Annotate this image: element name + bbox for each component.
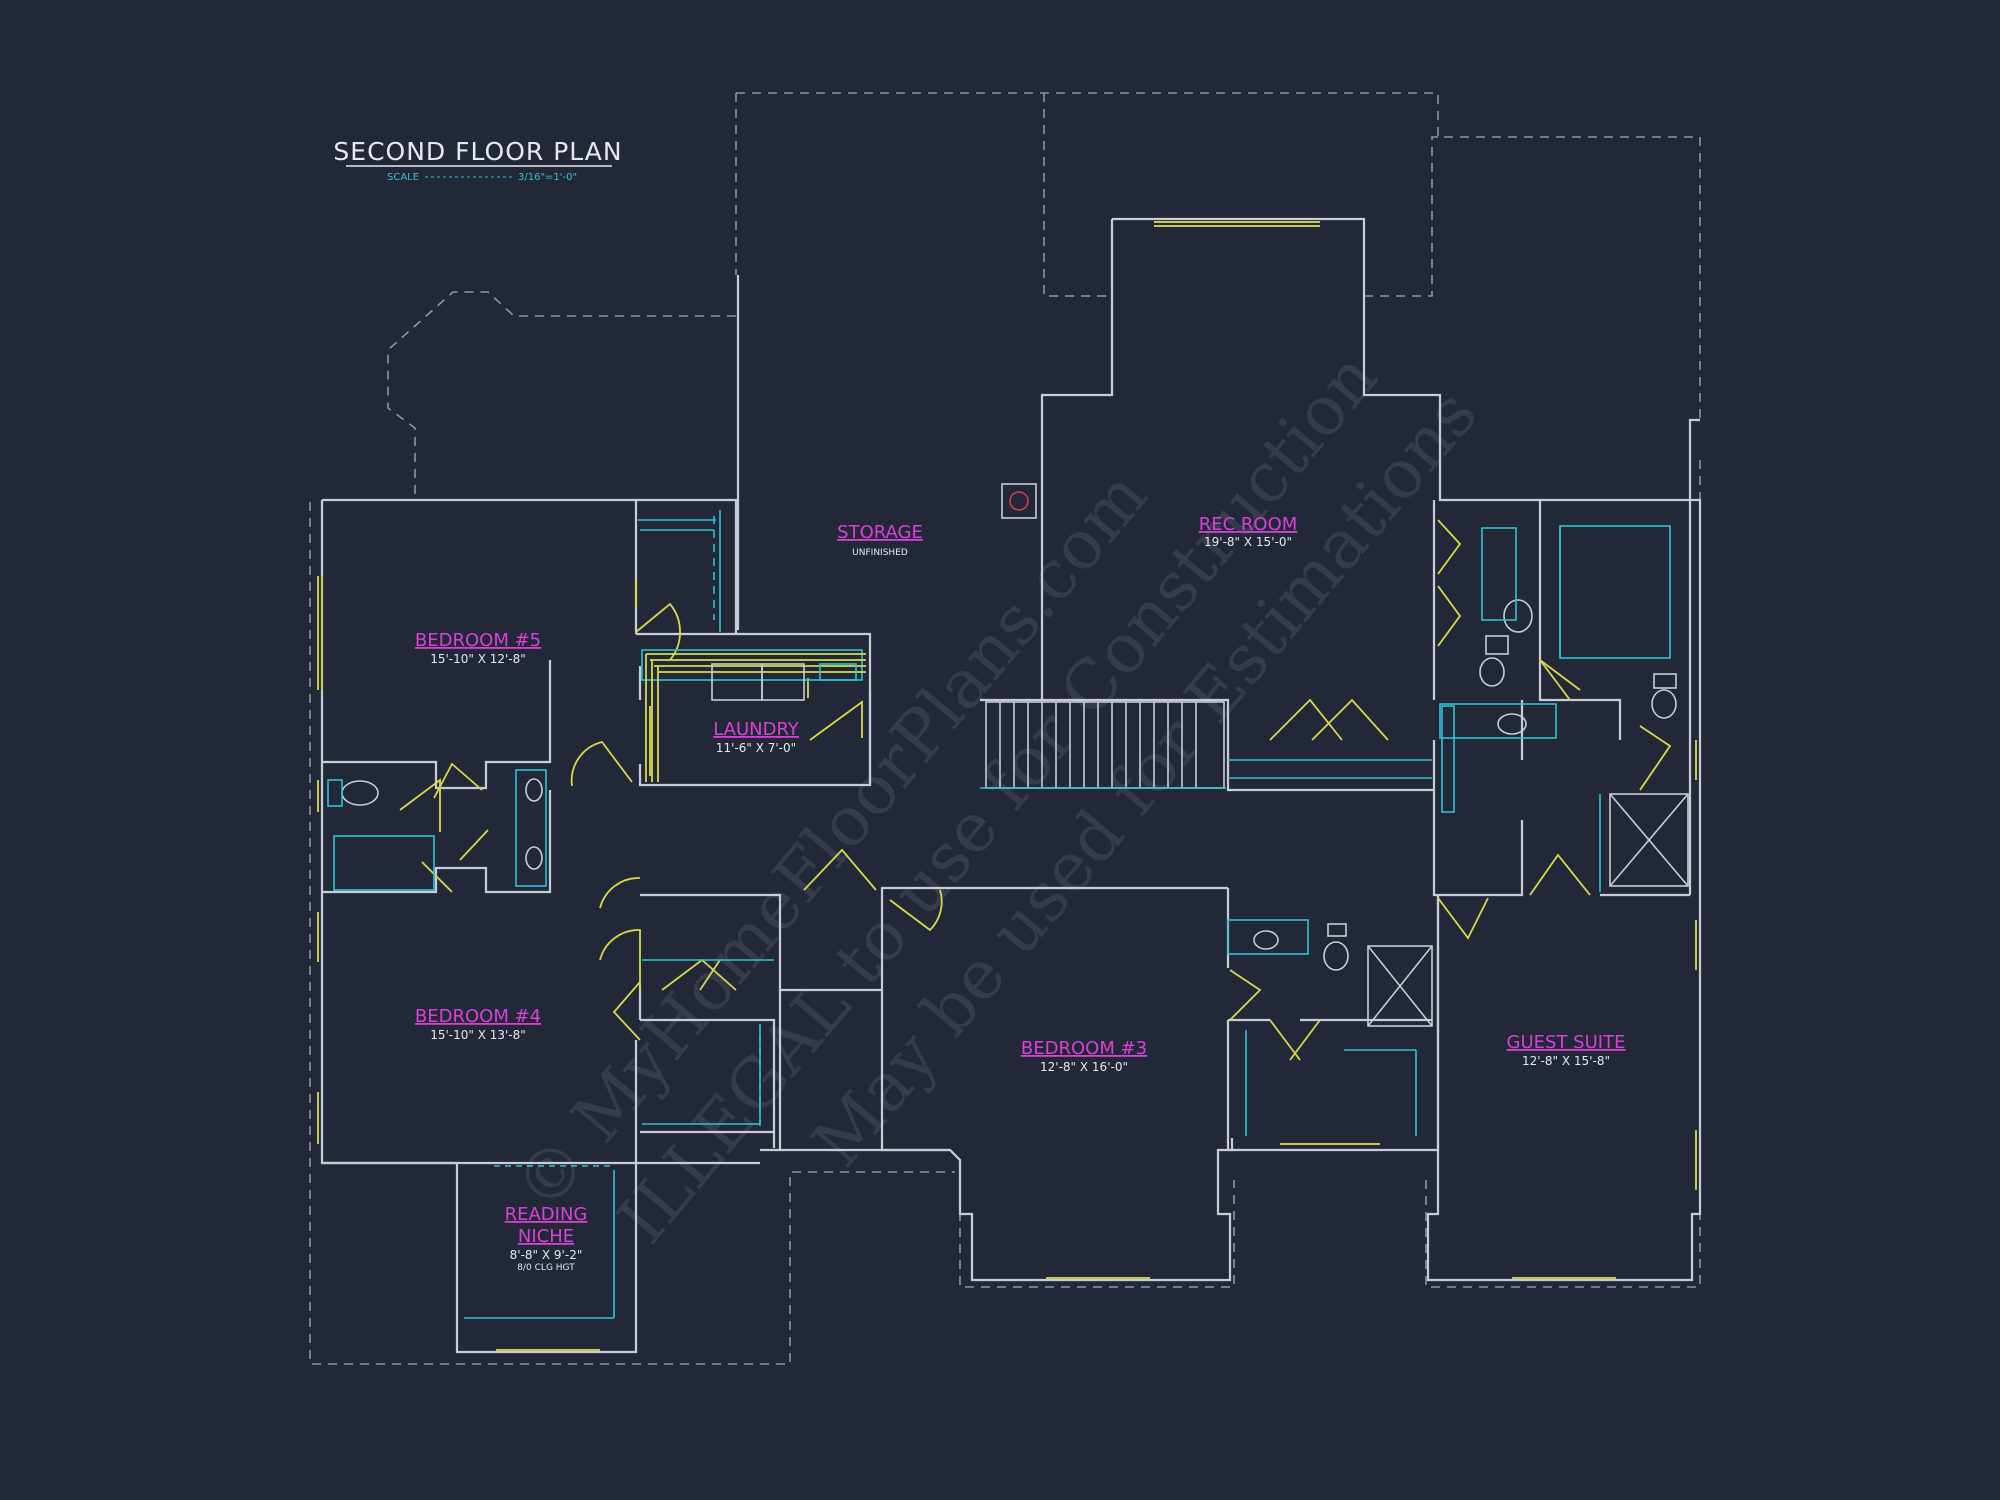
reading-niche-note: 8/0 CLG HGT [517,1263,575,1273]
storage-note: UNFINISHED [852,548,908,558]
room-bedroom4: BEDROOM #4 15'-10" X 13'-8" [415,1006,541,1042]
bedroom4-size: 15'-10" X 13'-8" [430,1028,526,1042]
doors [399,519,1672,1061]
laundry-size: 11'-6" X 7'-0" [716,741,796,755]
bedroom3-name: BEDROOM #3 [1021,1038,1147,1059]
reading-niche-name-2: NICHE [518,1226,574,1247]
reading-niche-size: 8'-8" X 9'-2" [510,1248,583,1262]
plan-title: SECOND FLOOR PLAN [333,137,622,166]
scale-value: 3/16"=1'-0" [518,172,577,183]
storage-name: STORAGE [837,522,923,543]
room-storage: STORAGE UNFINISHED [837,522,923,558]
room-bedroom5: BEDROOM #5 15'-10" X 12'-8" [415,630,541,666]
room-laundry: LAUNDRY 11'-6" X 7'-0" [713,719,800,755]
laundry-name: LAUNDRY [713,719,800,740]
plan-title-block: SECOND FLOOR PLAN SCALE 3/16"=1'-0" [333,137,622,183]
rec-room-name: REC ROOM [1199,514,1298,535]
bedroom3-size: 12'-8" X 16'-0" [1040,1060,1128,1074]
rec-room-size: 19'-8" X 15'-0" [1204,535,1292,549]
bedroom5-name: BEDROOM #5 [415,630,541,651]
scale-label: SCALE [387,172,419,183]
room-labels: STORAGE UNFINISHED REC ROOM 19'-8" X 15'… [415,514,1626,1273]
room-rec-room: REC ROOM 19'-8" X 15'-0" [1199,514,1298,549]
watermark-line2: ILLEGAL to use for Construction [603,338,1393,1258]
room-reading-niche: READING NICHE 8'-8" X 9'-2" 8/0 CLG HGT [505,1204,588,1273]
room-guest-suite: GUEST SUITE 12'-8" X 15'-8" [1507,1032,1626,1068]
watermark: © MyHomeFloorPlans.com ILLEGAL to use fo… [500,338,1493,1258]
stairs [980,701,1432,789]
bedroom4-name: BEDROOM #4 [415,1006,541,1027]
guest-suite-name: GUEST SUITE [1507,1032,1626,1053]
bedroom5-size: 15'-10" X 12'-8" [430,652,526,666]
reading-niche-name-1: READING [505,1204,588,1225]
interior-walls [322,500,1692,1165]
windows [317,221,1697,1351]
room-bedroom3: BEDROOM #3 12'-8" X 16'-0" [1021,1038,1147,1074]
guest-suite-size: 12'-8" X 15'-8" [1522,1054,1610,1068]
fixtures [327,483,1689,1319]
